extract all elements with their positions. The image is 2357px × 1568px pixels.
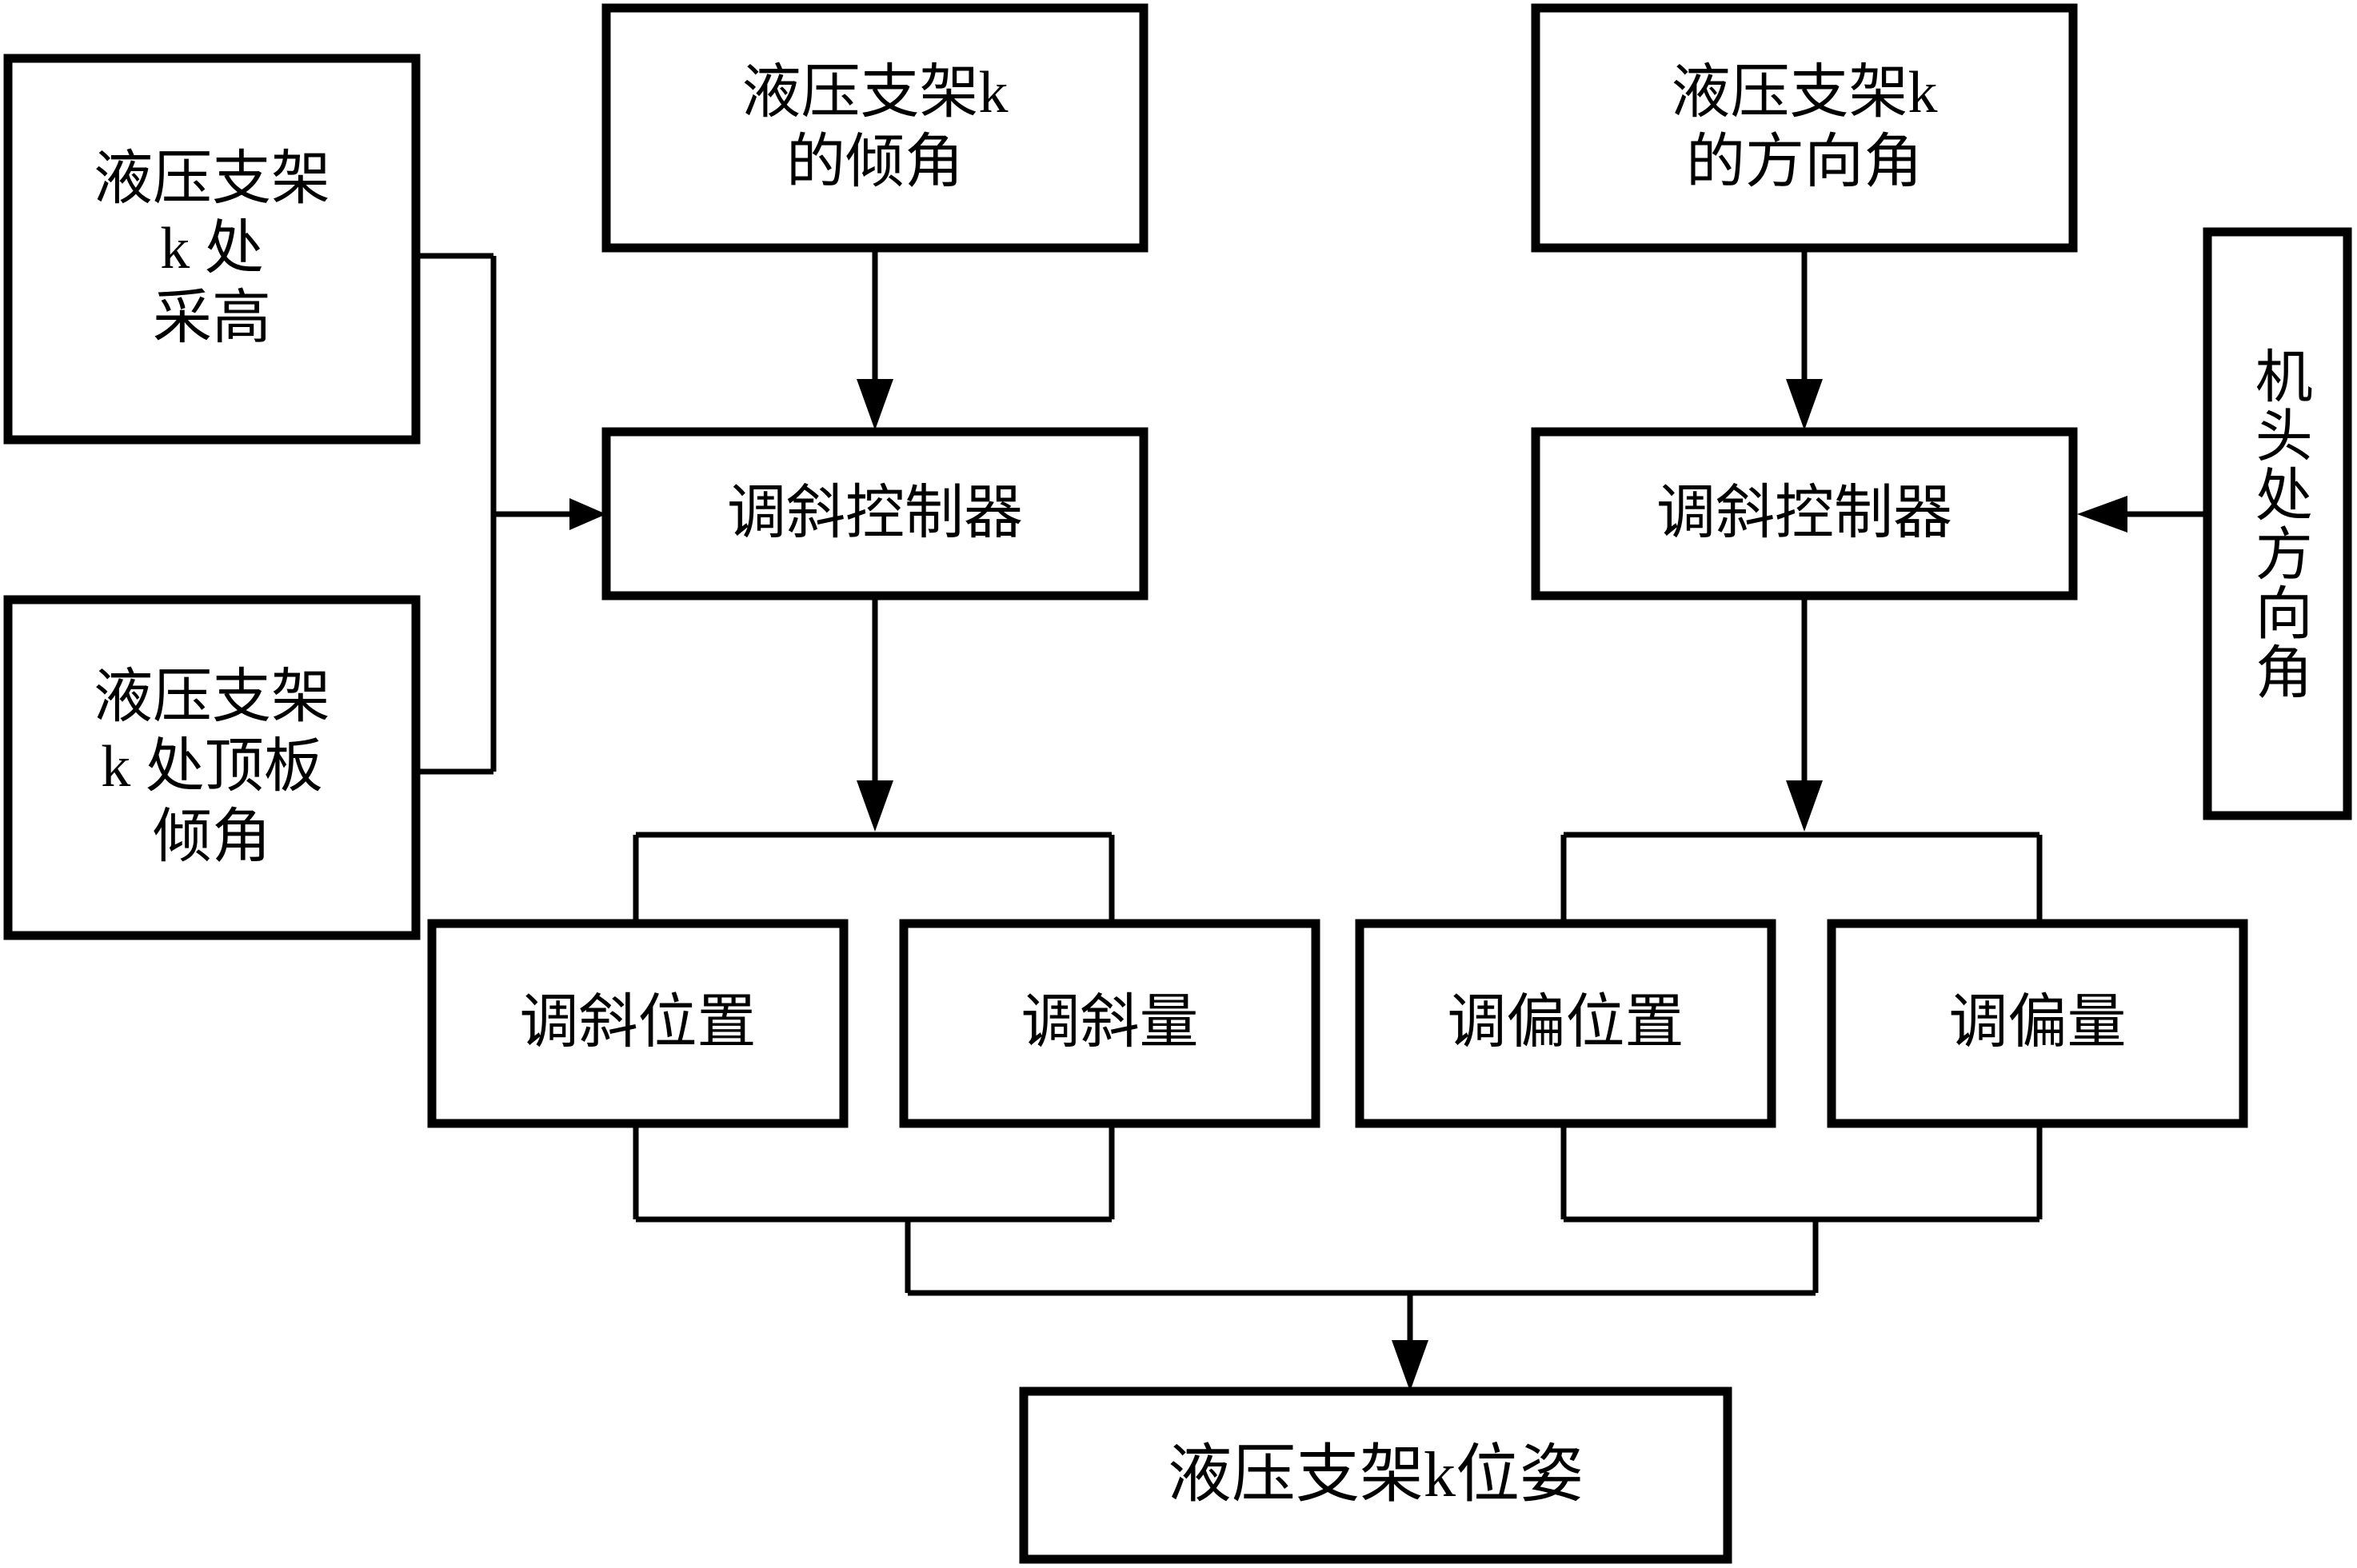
node-support-inclination[interactable]	[601, 3, 1149, 253]
node-support-direction-angle[interactable]	[1531, 3, 2078, 253]
node-tilt-position[interactable]	[427, 919, 849, 1128]
node-tilt-controller-right[interactable]	[1531, 427, 2078, 600]
node-tilt-amount[interactable]	[899, 919, 1320, 1128]
arrow-head-down	[1392, 1340, 1428, 1391]
edge-inclination-to-left-controller	[857, 248, 893, 430]
node-roof-inclination[interactable]	[3, 595, 421, 940]
node-tilt-controller-left[interactable]	[601, 427, 1149, 600]
node-deviation-position[interactable]	[1355, 919, 1776, 1128]
node-support-pose[interactable]	[1019, 1386, 1732, 1564]
edge-head-direction-to-right-controller	[2077, 496, 2207, 533]
arrow-head-down	[1786, 780, 1823, 832]
arrow-head-down	[857, 780, 893, 832]
arrow-head-left	[2077, 496, 2127, 533]
edge-right-controller-to-outputs	[1560, 596, 2043, 924]
node-mining-height[interactable]	[3, 54, 421, 445]
edge-left-controller-to-outputs	[633, 596, 1115, 924]
edge-direction-to-right-controller	[1786, 248, 1823, 430]
node-deviation-amount[interactable]	[1827, 919, 2248, 1128]
edge-left-sensors-to-controller	[416, 253, 606, 775]
arrow-head-down	[1786, 379, 1823, 430]
arrow-head-right	[569, 498, 606, 530]
edge-outputs-to-pose	[633, 1123, 2043, 1391]
node-head-direction-angle[interactable]	[2203, 227, 2352, 820]
arrow-head-down	[857, 379, 893, 430]
